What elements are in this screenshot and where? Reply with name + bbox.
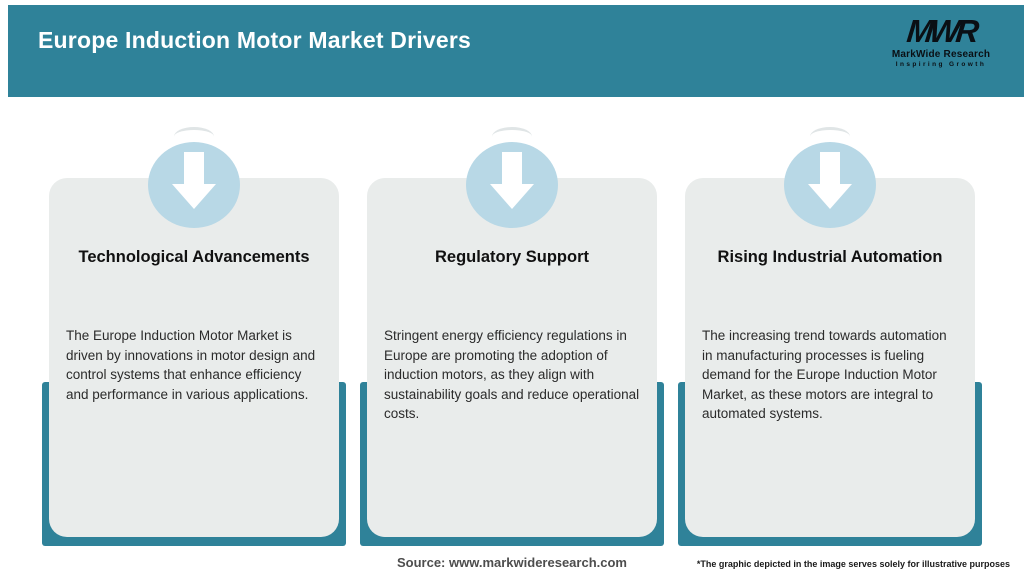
card-description: The Europe Induction Motor Market is dri…: [66, 328, 316, 402]
arrow-badge: [466, 142, 558, 228]
card-title: Regulatory Support: [434, 248, 589, 266]
card-title: Technological Advancements: [78, 248, 310, 266]
markwide-logo: MWR MarkWide Research Inspiring Growth: [876, 13, 1006, 69]
driver-card: Rising Industrial Automation The increas…: [685, 178, 975, 537]
card-description: Stringent energy efficiency regulations …: [384, 328, 640, 421]
logo-tagline: Inspiring Growth: [895, 61, 987, 68]
logo-company-name: MarkWide Research: [891, 49, 991, 60]
decorative-arc: [174, 127, 214, 146]
down-arrow-icon: [490, 152, 534, 209]
driver-column-rising-industrial-automation: Rising Industrial Automation The increas…: [678, 0, 982, 576]
driver-column-technological-advancements: Technological Advancements The Europe In…: [42, 0, 346, 576]
driver-column-regulatory-support: Regulatory Support Stringent energy effi…: [360, 0, 664, 576]
card-title: Rising Industrial Automation: [717, 248, 943, 266]
card-description: The increasing trend towards automation …: [702, 328, 947, 421]
down-arrow-icon: [808, 152, 852, 209]
header-bar: Europe Induction Motor Market Drivers MW…: [8, 5, 1024, 97]
page-title: Europe Induction Motor Market Drivers: [38, 27, 471, 53]
driver-card: Regulatory Support Stringent energy effi…: [367, 178, 657, 537]
source-text: Source: www.markwideresearch.com: [396, 555, 627, 570]
down-arrow-icon: [172, 152, 216, 209]
decorative-arc: [492, 127, 532, 146]
decorative-arc: [810, 127, 850, 146]
driver-card: Technological Advancements The Europe In…: [49, 178, 339, 537]
arrow-badge: [148, 142, 240, 228]
disclaimer-text: *The graphic depicted in the image serve…: [696, 559, 1010, 569]
arrow-badge: [784, 142, 876, 228]
